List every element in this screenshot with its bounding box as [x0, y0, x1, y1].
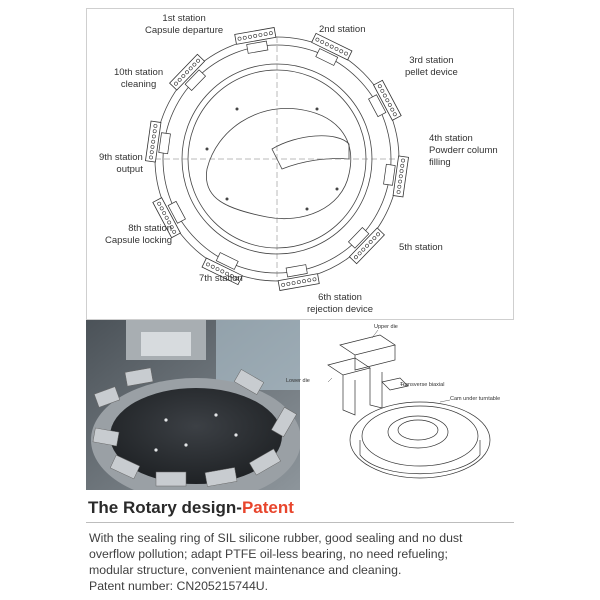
- section-heading: The Rotary design-Patent: [88, 498, 294, 518]
- station-block: [169, 53, 207, 91]
- transverse-biaxial-label: Transverse biaxial: [400, 382, 445, 388]
- upper-die-label: Upper die: [374, 324, 398, 330]
- description-line-3: modular structure, convenient maintenanc…: [89, 563, 402, 577]
- station-blocks: [145, 27, 409, 291]
- mounting-holes: [205, 107, 339, 211]
- station-7-label: 7th station: [199, 273, 243, 284]
- transverse-arm: [369, 368, 383, 409]
- cam-leader-lines: [327, 329, 451, 403]
- turntable-photo: [86, 320, 300, 490]
- station-block: [347, 227, 385, 265]
- station-block: [368, 79, 402, 121]
- station-2-label: 2nd station: [319, 24, 366, 35]
- powder-filling-arm: [271, 135, 350, 170]
- cam-mechanism-diagram: Upper die Lower die Transverse biaxial C…: [286, 320, 514, 490]
- turntable-plate-photo: [110, 388, 282, 484]
- cam-hub: [397, 419, 439, 441]
- upper-die-block: [339, 334, 396, 356]
- die-block: [141, 332, 191, 356]
- heading-accent-text: Patent: [241, 498, 294, 517]
- lower-die-block: [327, 357, 371, 376]
- station-block: [311, 32, 353, 66]
- cam-inner: [387, 415, 449, 449]
- station-block: [152, 197, 186, 239]
- photo-plate-bolts: [154, 413, 238, 452]
- description-line-2: overflow pollution; adapt PTFE oil-less …: [89, 547, 448, 561]
- turntable-line-drawing: [145, 27, 409, 291]
- cam-track-outline: [205, 107, 352, 220]
- upper-die-side: [354, 345, 396, 371]
- description-text: With the sealing ring of SIL silicone ru…: [89, 530, 514, 594]
- photo-station-blocks: [92, 367, 297, 487]
- heading-main-text: The Rotary design-: [88, 498, 242, 517]
- station-5-label: 5th station: [399, 242, 443, 253]
- section-heading-bar: The Rotary design-Patent: [86, 492, 514, 523]
- description-line-4: Patent number: CN205215744U.: [89, 579, 269, 593]
- cam-mechanism-drawing: [327, 329, 491, 479]
- station-block: [383, 155, 409, 198]
- station-block: [201, 252, 243, 286]
- cam-ring: [361, 405, 479, 467]
- turntable-photo-illustration: [86, 320, 300, 490]
- background-window: [216, 320, 300, 390]
- lower-die-label: Lower die: [286, 378, 310, 384]
- cam-outer: [349, 401, 491, 479]
- station-block: [145, 120, 171, 163]
- cam-under-turntable-label: Cam under turntable: [450, 396, 501, 402]
- lower-die-column: [342, 375, 356, 416]
- station-block: [234, 27, 277, 54]
- description-line-1: With the sealing ring of SIL silicone ru…: [89, 531, 463, 545]
- station-block: [277, 264, 320, 291]
- cam-base: [359, 454, 481, 474]
